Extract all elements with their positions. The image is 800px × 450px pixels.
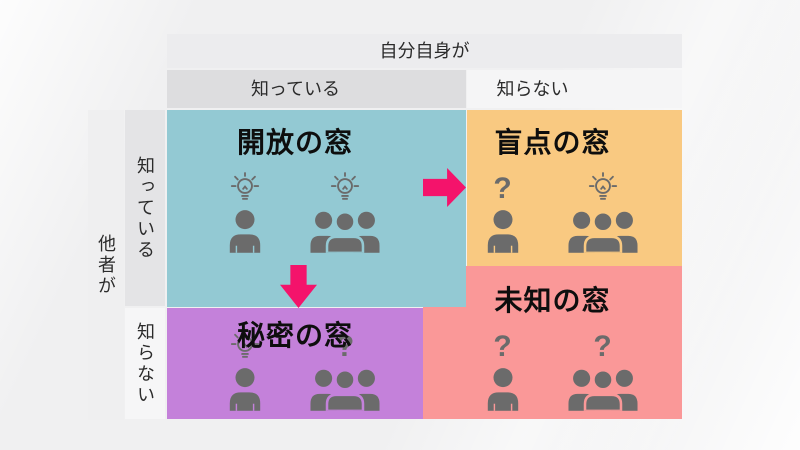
self-marker: ?: [228, 172, 262, 206]
blind-window-title: 盲点の窓: [494, 127, 611, 158]
quadrant-open-window: 開放の窓 ? ?: [167, 110, 466, 307]
question-mark-icon: ?: [335, 330, 355, 363]
header-self-axis: 自分自身が: [167, 34, 682, 68]
header-others-axis-label: 他者が: [96, 233, 116, 297]
others-marker: ?: [328, 172, 362, 206]
column-header-self-does-not-know-label: 知らない: [496, 79, 569, 99]
group-icon: [568, 208, 638, 253]
others-marker: ?: [586, 172, 620, 206]
row-header-others-know-label: 知っている: [135, 155, 155, 261]
hidden-window-title: 秘密の窓: [236, 320, 353, 351]
question-mark-icon: ?: [493, 330, 512, 363]
self-figure: ?: [461, 172, 545, 254]
person-icon: [226, 366, 264, 412]
row-header-others-do-not-know: 知らない: [125, 308, 165, 419]
lightbulb-icon: [586, 172, 620, 206]
header-self-axis-label: 自分自身が: [379, 41, 470, 61]
quadrant-blind-window: 盲点の窓 ? ?: [467, 110, 682, 266]
unknown-window-icons: ? ?: [461, 330, 645, 412]
others-figure: ?: [303, 330, 387, 412]
person-icon: [484, 366, 522, 412]
self-marker: ?: [493, 172, 511, 206]
self-figure: ?: [461, 330, 545, 412]
open-window-title: 開放の窓: [236, 127, 353, 158]
others-figure: ?: [561, 172, 645, 254]
quadrant-unknown-window: 未知の窓 ? ?: [423, 266, 682, 419]
row-header-others-know: 知っている: [125, 110, 165, 306]
others-marker: ?: [336, 330, 354, 364]
group-icon: [310, 366, 380, 411]
quadrant-hidden-window: 秘密の窓 ? ?: [167, 308, 423, 419]
column-header-self-knows-label: 知っている: [250, 79, 341, 99]
self-marker: ?: [493, 330, 511, 364]
blind-window-icons: ? ?: [461, 172, 645, 254]
column-header-self-does-not-know: 知らない: [467, 70, 682, 108]
unknown-window-title: 未知の窓: [494, 285, 611, 316]
group-icon: [310, 208, 380, 253]
column-header-self-knows: 知っている: [167, 70, 466, 108]
person-icon: [484, 208, 522, 254]
others-marker: ?: [593, 330, 611, 364]
others-figure: ?: [561, 330, 645, 412]
person-icon: [226, 208, 264, 254]
open-window-icons: ? ?: [203, 172, 387, 254]
lightbulb-icon: [328, 172, 362, 206]
hidden-window-icons: ? ?: [203, 330, 387, 412]
self-figure: ?: [203, 172, 287, 254]
row-header-others-do-not-know-label: 知らない: [135, 321, 155, 406]
lightbulb-icon: [228, 172, 262, 206]
group-icon: [568, 366, 638, 411]
header-others-axis: 他者が: [88, 110, 124, 420]
question-mark-icon: ?: [493, 172, 512, 205]
question-mark-icon: ?: [593, 330, 612, 363]
others-figure: ?: [303, 172, 387, 254]
